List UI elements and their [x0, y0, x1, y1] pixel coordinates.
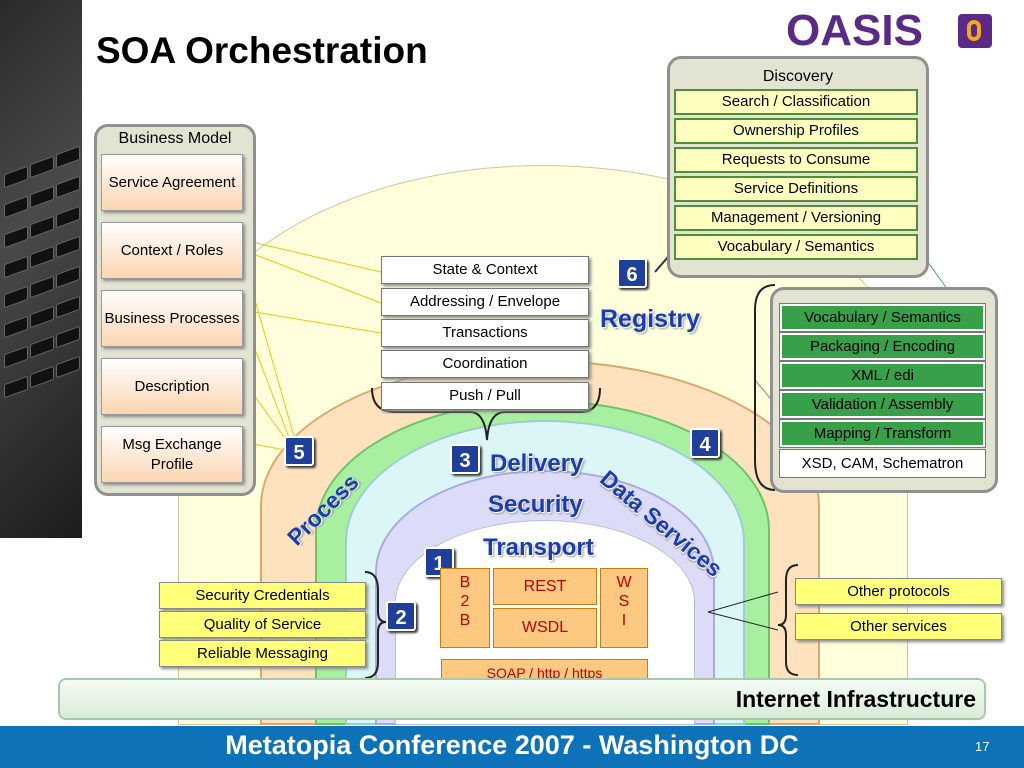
data-services-item: Vocabulary / Semantics	[779, 303, 986, 332]
number-badge-2: 2	[386, 601, 416, 631]
other-protocols-box: Other protocols	[795, 578, 1002, 605]
footer-bar	[0, 726, 1024, 768]
business-model-title: Business Model	[118, 130, 232, 147]
wsi-letter: S	[618, 593, 630, 610]
wsi-letter: W	[616, 574, 632, 591]
internet-infrastructure-label: Internet Infrastructure	[735, 686, 976, 712]
transport-label: Transport	[483, 534, 594, 561]
number-badge-5: 5	[284, 436, 314, 466]
security-credentials-box: Security Credentials	[159, 582, 366, 609]
process-item: Addressing / Envelope	[381, 288, 589, 316]
discovery-item: Requests to Consume	[674, 147, 918, 173]
logo-text: OASIS	[786, 6, 923, 55]
b2b-letter: B	[459, 612, 471, 629]
discovery-item: Management / Versioning	[674, 205, 918, 231]
description-box: Description	[101, 358, 243, 415]
process-item: Coordination	[381, 350, 589, 378]
msg-exchange-profile-box: Msg Exchange Profile	[101, 426, 243, 483]
data-services-item: XML / edi	[779, 361, 986, 390]
b2b-box: B 2 B	[440, 568, 490, 648]
wsi-letter: I	[621, 612, 627, 629]
data-services-item: Packaging / Encoding	[779, 332, 986, 361]
number-badge-6: 6	[617, 258, 647, 288]
b2b-letter: B	[459, 574, 471, 591]
oasis-mark-icon	[958, 14, 992, 48]
data-services-item: Mapping / Transform	[779, 419, 986, 448]
delivery-label: Delivery	[490, 450, 584, 477]
discovery-item: Ownership Profiles	[674, 118, 918, 144]
rest-box: REST	[493, 568, 597, 605]
page-number: 17	[975, 739, 990, 754]
number-badge-4: 4	[690, 428, 720, 458]
registry-label: Registry	[600, 305, 701, 333]
process-item: Push / Pull	[381, 382, 589, 410]
data-services-item: XSD, CAM, Schematron	[779, 449, 986, 478]
quality-of-service-box: Quality of Service	[159, 611, 366, 638]
discovery-item: Search / Classification	[674, 89, 918, 115]
b2b-letter: 2	[460, 593, 470, 610]
discovery-item: Vocabulary / Semantics	[674, 234, 918, 260]
footer-text: Metatopia Conference 2007 - Washington D…	[225, 730, 799, 760]
data-services-item: Validation / Assembly	[779, 390, 986, 419]
wsdl-box: WSDL	[493, 608, 597, 648]
context-roles-box: Context / Roles	[101, 222, 243, 279]
service-agreement-box: Service Agreement	[101, 154, 243, 211]
security-label: Security	[488, 491, 583, 518]
business-processes-box: Business Processes	[101, 290, 243, 347]
process-item: Transactions	[381, 319, 589, 347]
discovery-title: Discovery	[762, 68, 834, 85]
wsi-box: W S I	[600, 568, 648, 648]
process-item: State & Context	[381, 256, 589, 284]
laptop-photo	[0, 0, 82, 538]
discovery-item: Service Definitions	[674, 176, 918, 202]
oasis-logo: OASIS	[786, 6, 996, 55]
internet-infrastructure-bar: Internet Infrastructure	[58, 678, 986, 720]
number-badge-3: 3	[450, 444, 480, 474]
other-services-box: Other services	[795, 613, 1002, 640]
slide-title: SOA Orchestration	[96, 30, 428, 71]
reliable-messaging-box: Reliable Messaging	[159, 640, 366, 667]
